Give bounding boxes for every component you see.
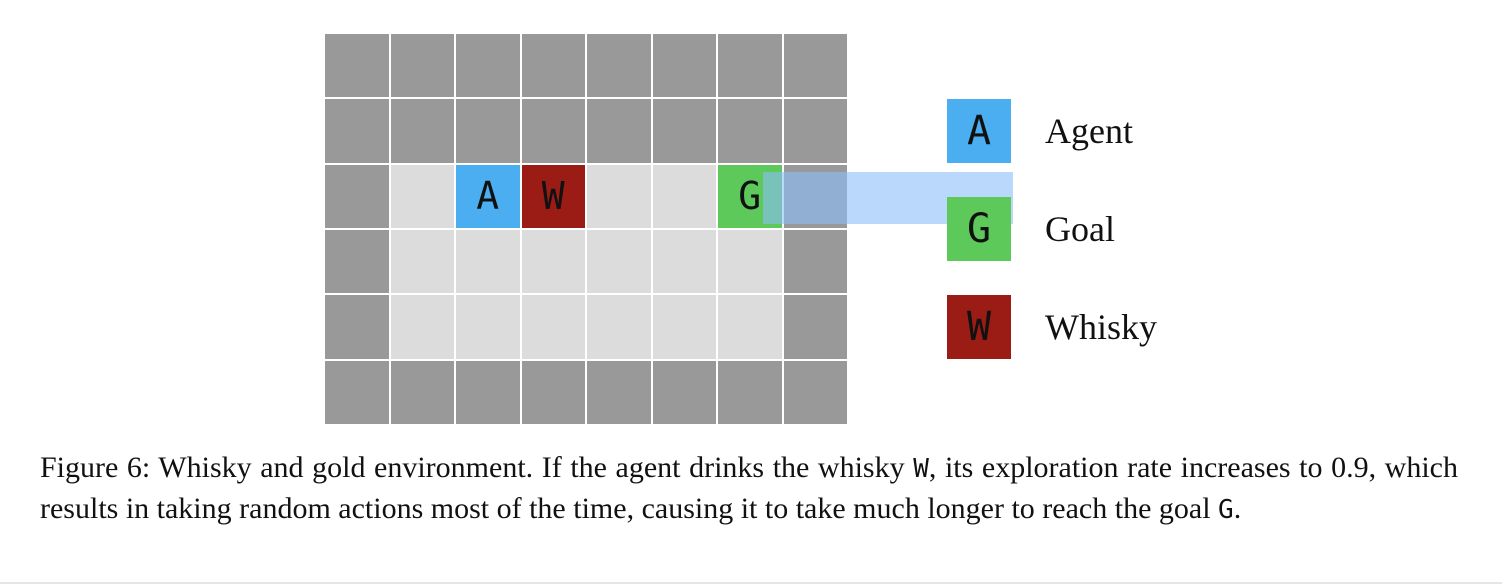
grid-cell-wall [783,99,847,163]
grid-cell-wall [521,360,585,424]
grid-cell-wall [390,360,454,424]
grid-cell-wall [325,295,389,359]
grid-cell-wall [783,360,847,424]
grid-cell-floor [390,164,454,228]
legend-label-agent: Agent [1045,111,1133,151]
grid-cell-floor [718,295,782,359]
grid-cell-floor [587,164,651,228]
grid-cell-wall [718,34,782,98]
grid-cell-floor [521,229,585,294]
caption-text-1: Figure 6: Whisky and gold environment. I… [40,451,914,484]
grid-cell-floor [587,229,651,294]
figure-caption: Figure 6: Whisky and gold environment. I… [40,448,1458,530]
grid-cell-agent: A [456,164,520,228]
grid-cell-wall [521,99,585,163]
grid-cell-wall [783,164,847,228]
grid-cell-wall [325,99,389,163]
grid-cell-wall [783,295,847,359]
grid-cell-wall [652,34,716,98]
grid-cell-wall [718,360,782,424]
grid-cell-floor [390,229,454,294]
caption-text-3: . [1233,492,1242,525]
grid-cell-wall [456,99,520,163]
grid-cell-wall [652,99,716,163]
grid-cell-wall [325,229,389,294]
legend-swatch-goal: G [947,197,1011,261]
grid-cell-wall [783,229,847,294]
grid-cell-wall [325,360,389,424]
grid-cell-floor [652,295,716,359]
grid-cell-wall [587,99,651,163]
grid-cell-floor [718,229,782,294]
grid-cell-wall [325,34,389,98]
grid-cell-wall [587,360,651,424]
grid-cell-floor [456,229,520,294]
grid-cell-wall [456,360,520,424]
grid-cell-floor [521,295,585,359]
grid-cell-wall [456,34,520,98]
legend-swatch-agent: A [947,99,1011,163]
legend-label-goal: Goal [1045,209,1115,249]
grid-cell-floor [652,164,716,228]
grid-cell-wall [325,164,389,228]
caption-text-2: , its exploration rate increases to 0.9,… [40,451,1458,525]
grid-cell-floor [652,229,716,294]
grid-cell-wall [390,34,454,98]
grid-cell-floor [587,295,651,359]
legend-swatch-whisky: W [947,295,1011,359]
legend-item-agent: A Agent [947,99,1133,163]
grid-cell-whisky: W [521,164,585,228]
legend-item-whisky: W Whisky [947,295,1157,359]
grid-cell-wall [521,34,585,98]
grid-cell-goal: G [718,164,782,228]
grid-cell-floor [456,295,520,359]
caption-code-whisky: W [913,454,929,484]
grid-cell-floor [390,295,454,359]
bottom-divider [0,582,1502,584]
caption-code-goal: G [1218,495,1234,525]
grid-cell-wall [390,99,454,163]
grid-cell-wall [587,34,651,98]
legend-label-whisky: Whisky [1045,307,1157,347]
grid-cell-wall [718,99,782,163]
legend-item-goal: G Goal [947,197,1115,261]
grid-cell-wall [652,360,716,424]
grid-cell-wall [783,34,847,98]
